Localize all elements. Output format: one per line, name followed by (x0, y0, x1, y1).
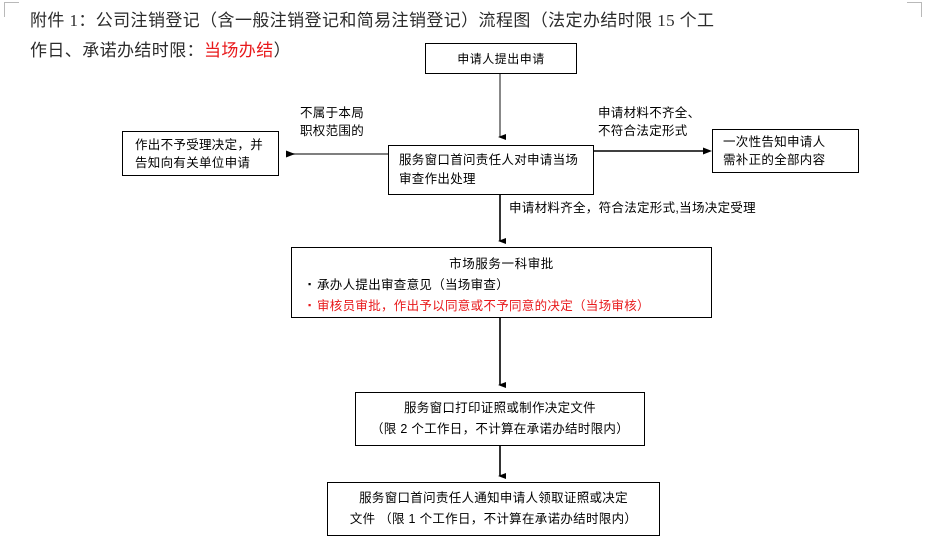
edge-label-incomplete-line-2: 不符合法定形式 (598, 124, 688, 138)
node-reject-decision-line-2: 告知向有关单位申请 (135, 155, 251, 170)
node-one-time-notification-line-2: 需补正的全部内容 (723, 153, 826, 167)
node-print-certificate-line-1: 服务窗口打印证照或制作决定文件 (403, 401, 596, 415)
node-notify-collect-certificate-line-1: 服务窗口首问责任人通知申请人领取证照或决定 (359, 491, 628, 505)
node-reject-decision[interactable]: 作出不予受理决定，并 告知向有关单位申请 (122, 131, 279, 176)
node-notify-collect-certificate[interactable]: 服务窗口首问责任人通知申请人领取证照或决定 文件 （限 1 个工作日，不计算在承… (327, 482, 660, 536)
edge-label-incomplete-line-1: 申请材料不齐全、 (598, 106, 701, 120)
bullet-glyph-icon-2: ▪ (308, 299, 312, 310)
node-applicant-submits-line-1: 申请人提出申请 (457, 52, 545, 66)
edge-label-complete-materials: 申请材料齐全，符合法定形式,当场决定受理 (509, 199, 756, 217)
title-line-1: 附件 1：公司注销登记（含一般注销登记和简易注销登记）流程图（法定办结时限 15… (30, 11, 715, 30)
node-print-certificate-line-2: （限 2 个工作日，不计算在承诺办结时限内） (371, 422, 629, 436)
node-applicant-submits[interactable]: 申请人提出申请 (425, 43, 577, 74)
node-market-service-approval-heading: 市场服务一科审批 (449, 256, 554, 271)
title-line-2-prefix: 作日、承诺办结时限： (30, 41, 204, 60)
crop-mark-top-left (4, 2, 19, 17)
node-market-service-approval[interactable]: 市场服务一科审批 ▪ 承办人提出审查意见（当场审查） ▪ 审核员审批，作出予以同意或… (291, 247, 712, 318)
node-service-window-review-line-2: 审查作出处理 (399, 172, 476, 186)
node-service-window-review-line-1: 服务窗口首问责任人对申请当场 (399, 153, 579, 167)
edge-label-complete-line-1: 申请材料齐全，符合法定形式,当场决定受理 (509, 201, 756, 215)
node-one-time-notification[interactable]: 一次性告知申请人 需补正的全部内容 (712, 129, 859, 173)
node-reject-decision-line-1: 作出不予受理决定，并 (135, 137, 264, 152)
bullet-glyph-icon: ▪ (308, 278, 312, 289)
title-line-2-suffix: ） (273, 41, 292, 60)
node-one-time-notification-line-1: 一次性告知申请人 (723, 135, 826, 149)
edge-label-not-jurisdiction-line-2: 职权范围的 (300, 124, 365, 138)
edge-label-not-jurisdiction: 不属于本局 职权范围的 (300, 104, 364, 140)
title-highlight-same-day: 当场办结 (204, 41, 274, 60)
node-print-certificate[interactable]: 服务窗口打印证照或制作决定文件 （限 2 个工作日，不计算在承诺办结时限内） (355, 392, 645, 446)
node-approval-bullet-1-text: 承办人提出审查意见（当场审查） (317, 277, 510, 292)
node-approval-bullet-2-text: 审核员审批，作出予以同意或不予同意的决定（当场审核） (317, 298, 650, 313)
node-service-window-review[interactable]: 服务窗口首问责任人对申请当场 审查作出处理 (388, 145, 594, 195)
crop-mark-top-right (907, 2, 922, 17)
node-approval-bullet-2: ▪ 审核员审批，作出予以同意或不予同意的决定（当场审核） (292, 295, 711, 316)
edge-label-incomplete-materials: 申请材料不齐全、 不符合法定形式 (598, 104, 700, 140)
node-notify-collect-certificate-line-2: 文件 （限 1 个工作日，不计算在承诺办结时限内） (349, 512, 638, 526)
edge-label-not-jurisdiction-line-1: 不属于本局 (300, 106, 365, 120)
document-title: 附件 1：公司注销登记（含一般注销登记和简易注销登记）流程图（法定办结时限 15… (30, 6, 920, 66)
title-line-2: 作日、承诺办结时限：当场办结） (30, 36, 920, 66)
node-approval-bullet-1: ▪ 承办人提出审查意见（当场审查） (292, 274, 711, 295)
